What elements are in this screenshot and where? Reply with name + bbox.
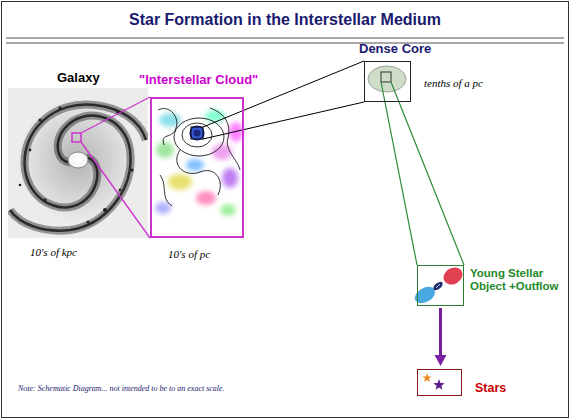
connector-line: [439, 308, 442, 357]
yso-image: [412, 264, 466, 306]
yso-box: Young Stellar Object +Outflow: [417, 265, 464, 306]
connector-line: [81, 142, 150, 238]
zoom-connector: [81, 97, 150, 238]
node-heading: Galaxy: [57, 71, 100, 86]
stars-box: Stars: [417, 369, 462, 396]
flow-arrow: [435, 308, 447, 366]
connector-line: [391, 82, 464, 265]
scale-label: 10's of kpc: [30, 246, 77, 259]
cloud-box: "Interstellar Cloud"10's of pc: [150, 97, 244, 238]
node-heading: Stars: [475, 381, 506, 395]
connector-line: [81, 97, 150, 133]
galaxy-image: [8, 88, 148, 238]
diagram-title: Star Formation in the Interstellar Mediu…: [129, 11, 441, 29]
connector-line: [381, 82, 417, 265]
stars-image: [422, 373, 445, 390]
cloud-image: [155, 108, 243, 216]
node-heading: "Interstellar Cloud": [139, 73, 258, 88]
core-image: [368, 66, 406, 92]
connector-line: [203, 102, 364, 139]
title-rule: [6, 37, 564, 39]
core-box: Dense Coretenths of a pc: [364, 61, 411, 102]
node-heading: Young Stellar Object +Outflow: [470, 267, 567, 293]
zoom-marker: [72, 133, 81, 142]
title-rule: [6, 42, 564, 44]
scale-label: tenths of a pc: [424, 77, 483, 90]
connector-line: [203, 61, 364, 127]
arrow-head: [435, 355, 447, 366]
note-label: Note: Schematic Diagram... not intended …: [18, 384, 225, 393]
scale-label: 10's of pc: [168, 248, 210, 261]
zoom-connector: [381, 82, 464, 265]
node-heading: Dense Core: [359, 42, 431, 57]
galaxy-panel: Galaxy10's of kpc: [8, 88, 148, 238]
